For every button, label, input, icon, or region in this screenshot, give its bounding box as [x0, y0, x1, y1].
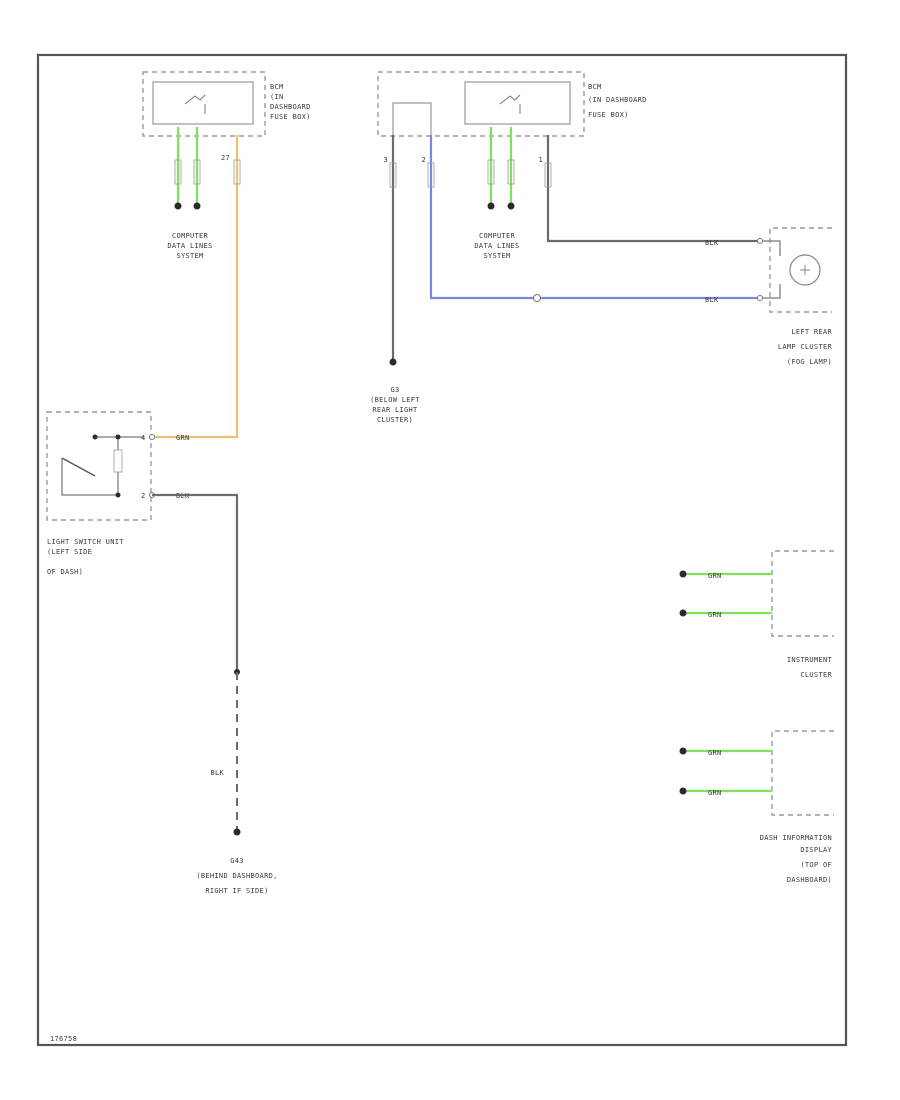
cluster-wire-1-label: GRN [708, 572, 722, 580]
bcm-left-pin-label: 27 [221, 154, 230, 162]
display-label-2: DISPLAY [800, 846, 832, 854]
bcm-right-pin-3: 3 [383, 156, 388, 164]
data-lines-right-label-2: DATA LINES [474, 242, 519, 250]
lamp-label-2: LAMP CLUSTER [778, 343, 833, 351]
display-wire-1-label: GRN [708, 749, 722, 757]
g43-label-1: G43 [230, 857, 244, 865]
switch-wire-top-label: GRN [176, 434, 190, 442]
cluster-label-2: CLUSTER [800, 671, 832, 679]
switch-label-2: (LEFT SIDE [47, 548, 92, 556]
bcm-left-module [142, 71, 266, 137]
cluster-label-1: INSTRUMENT [787, 656, 833, 664]
dash-information-display [679, 730, 834, 816]
data-lines-left-label-1: COMPUTER [172, 232, 209, 240]
data-lines-left-label-3: SYSTEM [176, 252, 203, 260]
bcm-right-pin-2: 2 [421, 156, 426, 164]
bcm-right-label-3: FUSE BOX) [588, 111, 629, 119]
data-lines-left-label-2: DATA LINES [167, 242, 212, 250]
g3-label-1: G3 [390, 386, 399, 394]
switch-pin-top: 4 [141, 434, 146, 442]
display-wire-2-label: GRN [708, 789, 722, 797]
display-label-4: DASHBOARD) [787, 876, 832, 884]
lamp-wire-2-label: BLK [705, 296, 719, 304]
cluster-wire-2-label: GRN [708, 611, 722, 619]
bcm-left-label-2: (IN [270, 93, 284, 101]
data-lines-left-wires [174, 127, 201, 210]
bcm-left-label-4: FUSE BOX) [270, 113, 311, 121]
data-lines-right-label-1: COMPUTER [479, 232, 516, 240]
diagram-frame [36, 53, 848, 1047]
bcm-right-module [377, 71, 585, 137]
g3-label-4: CLUSTER) [377, 416, 413, 424]
g43-label-3: RIGHT IF SIDE) [205, 887, 268, 895]
bcm-left-label-3: DASHBOARD [270, 103, 311, 111]
bcm-to-lamp-gray-wire [546, 135, 760, 243]
g3-label-2: (BELOW LEFT [370, 396, 420, 404]
lamp-label-3: (FOG LAMP) [787, 358, 832, 366]
data-lines-right-label-3: SYSTEM [483, 252, 510, 260]
bcm-right-pin-1: 1 [538, 156, 543, 164]
g43-ground-point [233, 828, 241, 836]
switch-pin-bottom: 2 [141, 492, 146, 500]
data-lines-right-wires [487, 127, 515, 210]
bcm-to-lamp-blue-wire [429, 135, 760, 300]
left-rear-lamp-cluster [757, 227, 832, 313]
g43-label-2: (BEHIND DASHBOARD, [196, 872, 277, 880]
light-switch-unit [46, 411, 155, 521]
diagram-id: 176758 [50, 1035, 77, 1043]
instrument-cluster [679, 550, 834, 637]
display-label-3: (TOP OF [800, 861, 832, 869]
display-label-1: DASH INFORMATION [760, 834, 832, 842]
bcm-left-label-1: BCM [270, 83, 284, 91]
g43-wire-label: BLK [210, 769, 224, 777]
bcm-right-label-1: BCM [588, 83, 602, 91]
bcm-to-switch-wire [152, 135, 239, 439]
lamp-label-1: LEFT REAR [791, 328, 832, 336]
lamp-wire-1-label: BLK [705, 239, 719, 247]
switch-label-1: LIGHT SWITCH UNIT [47, 538, 124, 546]
switch-label-3: OF DASH) [47, 568, 83, 576]
bcm-right-label-2: (IN DASHBOARD [588, 96, 647, 104]
switch-to-g43-wire [152, 493, 239, 672]
g3-ground-point [389, 358, 397, 366]
g3-label-3: REAR LIGHT [372, 406, 418, 414]
